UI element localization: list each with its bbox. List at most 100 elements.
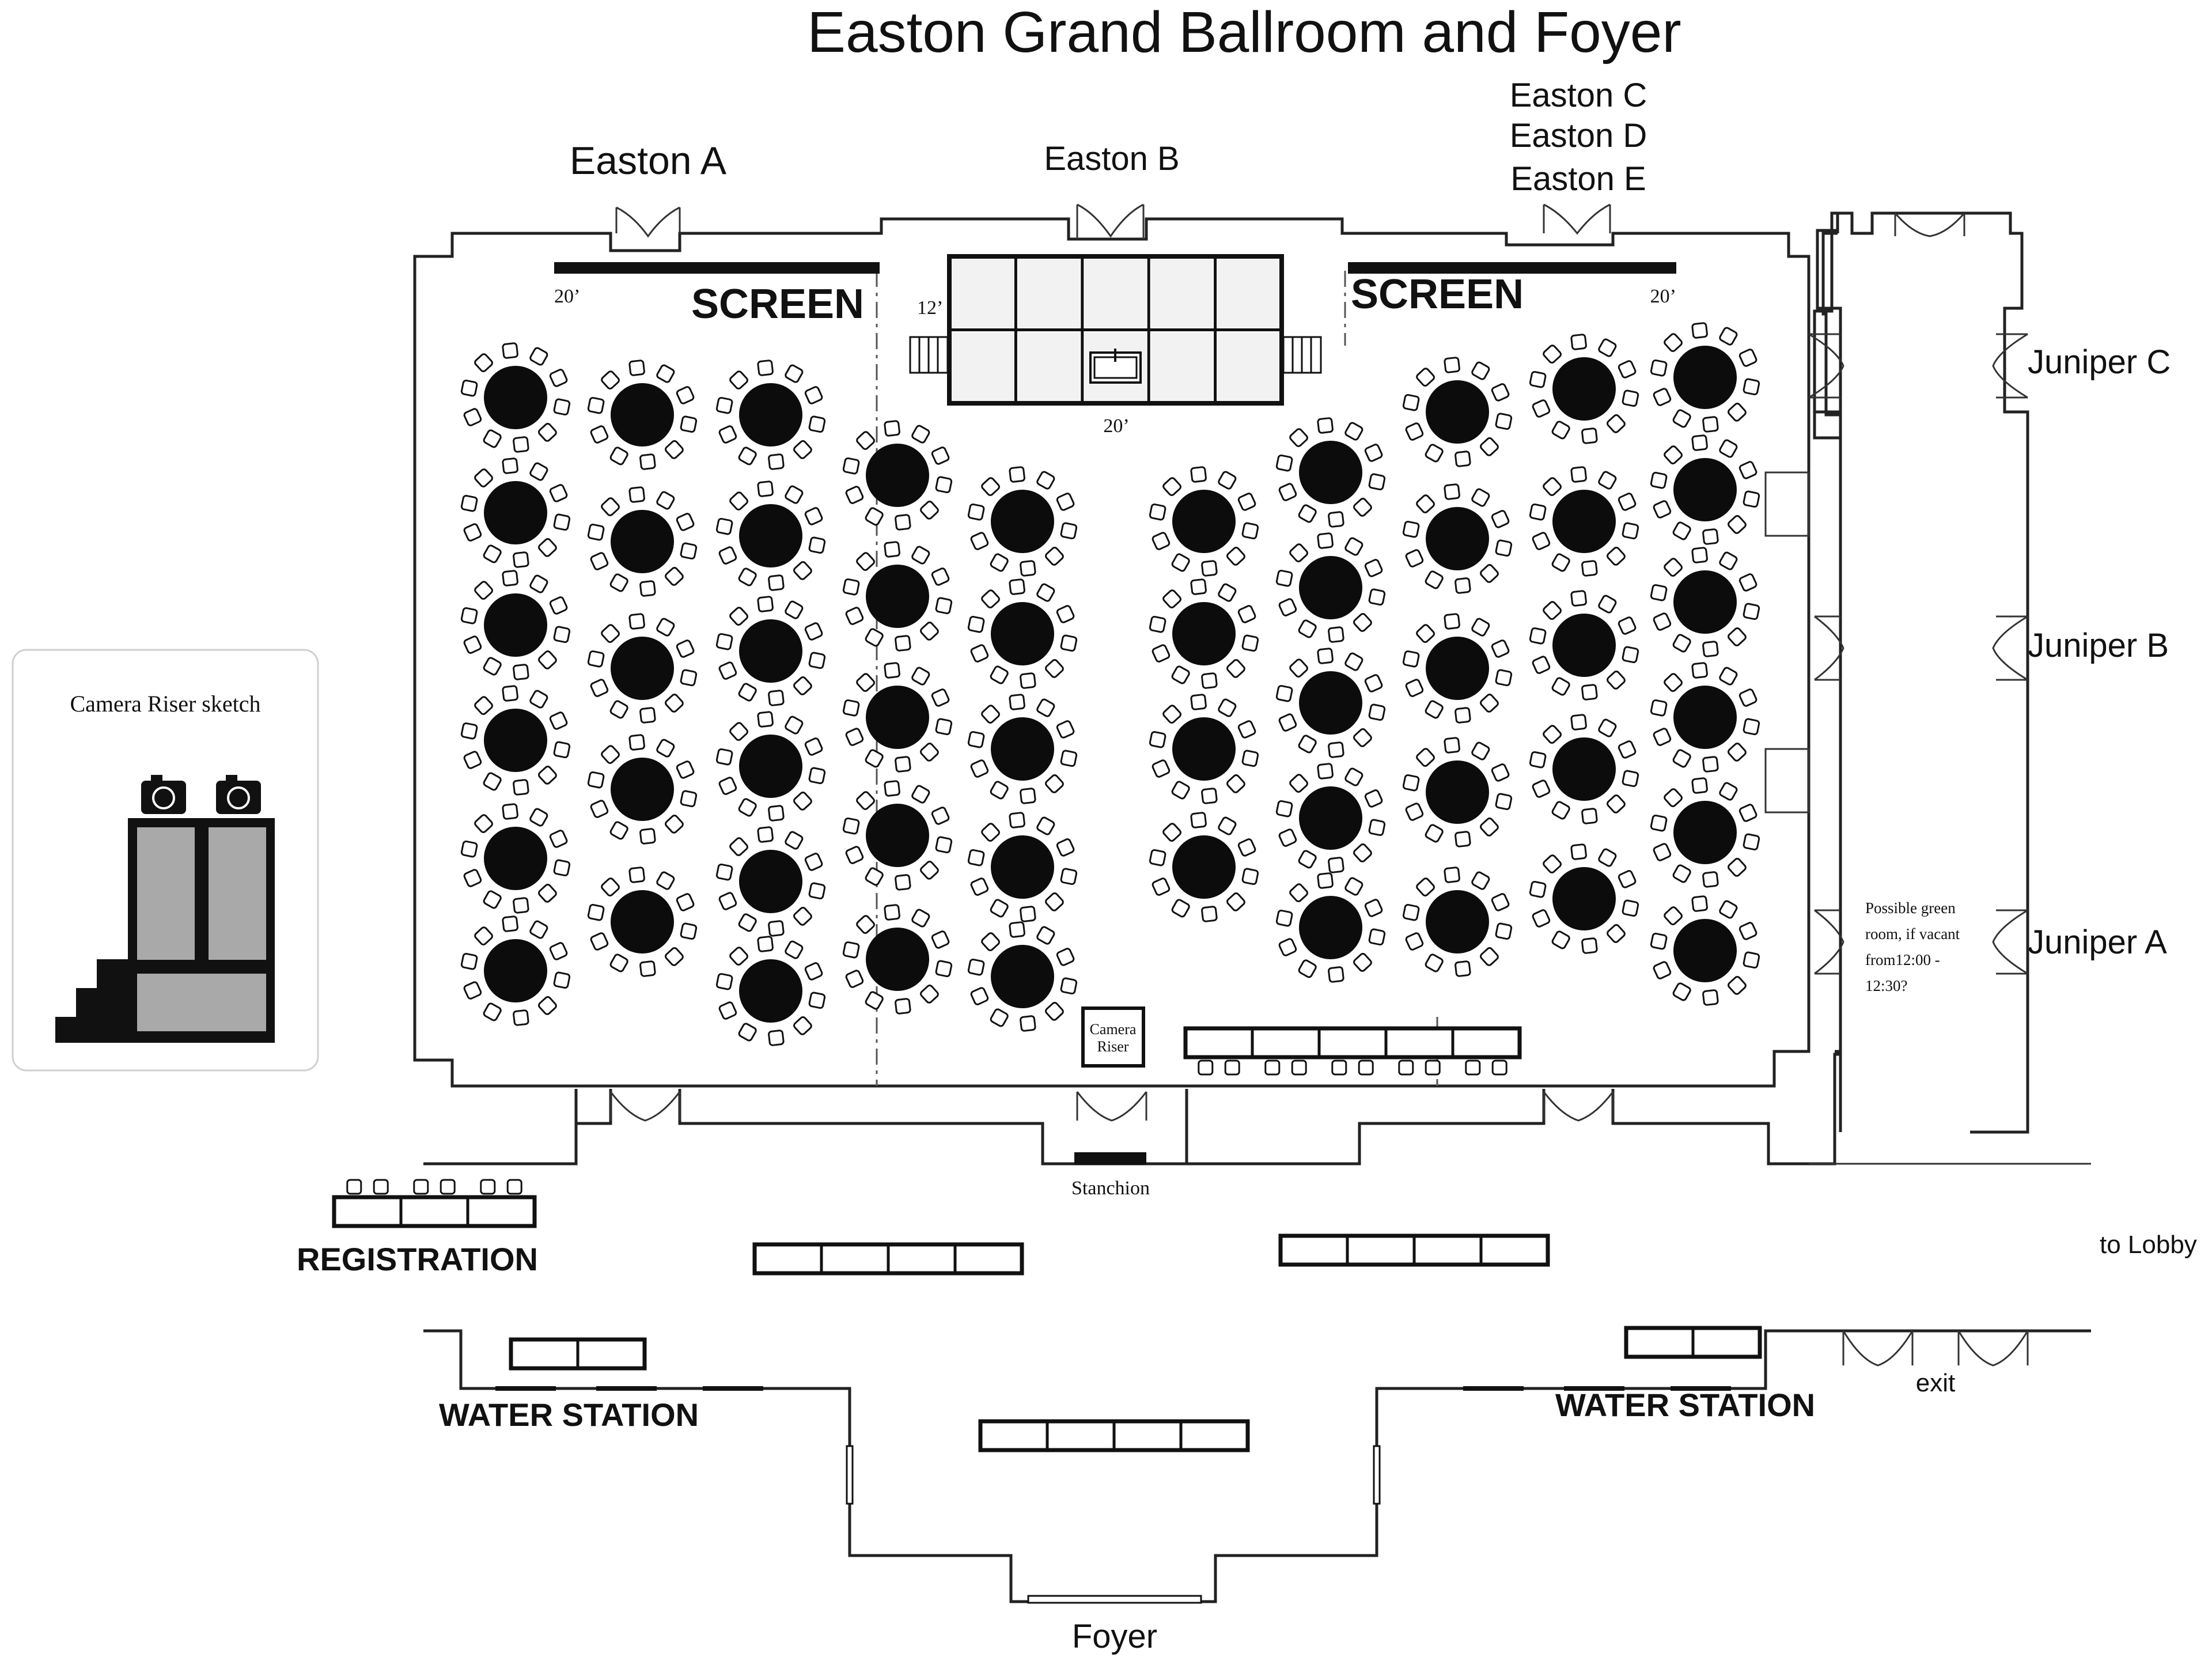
round-table: [1149, 812, 1259, 922]
registration-label: REGISTRATION: [297, 1241, 538, 1277]
round-table: [1529, 843, 1639, 954]
round-table: [967, 578, 1078, 689]
round-table: [1402, 357, 1513, 467]
camera-riser-label: Camera: [1090, 1021, 1137, 1038]
door-corridor-left-lower[interactable]: [1814, 909, 1844, 975]
camera-icon: [141, 775, 186, 814]
round-table: [1402, 483, 1513, 594]
stanchion-label: Stanchion: [1071, 1178, 1150, 1199]
foyer-table-bank-center-left: [752, 1242, 1024, 1276]
to-lobby-label: to Lobby: [2100, 1231, 2197, 1259]
round-table: [1529, 334, 1639, 444]
round-table: [460, 685, 571, 796]
door-ballroom-lower-center[interactable]: [1076, 1091, 1147, 1122]
round-table: [1149, 466, 1259, 577]
room-label-juniper-c: Juniper C: [2028, 343, 2171, 381]
round-table: [967, 812, 1078, 922]
water-station-left-tables: [509, 1337, 647, 1371]
round-table: [587, 613, 698, 724]
door-ballroom-lower-right[interactable]: [1543, 1091, 1614, 1122]
round-table: [715, 596, 826, 706]
stage-stairs-right: [1282, 336, 1322, 374]
screen-right: [1348, 262, 1676, 274]
foyer-side-door-right[interactable]: [1373, 1445, 1381, 1505]
screen-left: [554, 262, 880, 274]
round-table: [1529, 590, 1639, 701]
round-table: [587, 486, 698, 597]
round-table: [715, 826, 826, 937]
round-table: [1650, 547, 1760, 657]
camera-icon: [216, 775, 261, 814]
room-label-foyer: Foyer: [1072, 1618, 1157, 1655]
round-table: [1650, 322, 1760, 433]
green-room-line-3: from12:00 -: [1865, 951, 1940, 968]
round-table: [1650, 895, 1760, 1006]
round-table: [460, 342, 571, 453]
water-station-left-label: WATER STATION: [439, 1397, 699, 1433]
green-room-note: Possible green room, if vacant from12:00…: [1865, 899, 1960, 994]
stage-depth-label: 12’: [917, 297, 943, 319]
round-table: [842, 780, 953, 891]
stage: [909, 254, 1322, 406]
registration-tables: [332, 1179, 537, 1228]
round-table: [1275, 417, 1386, 528]
juniper-room-outline: [1813, 211, 2029, 1134]
camera-riser[interactable]: Camera Riser: [1081, 1006, 1145, 1068]
foyer-tables: [332, 1179, 1762, 1452]
green-room-line-2: room, if vacant: [1865, 925, 1960, 943]
stage-deck-panel: [1084, 259, 1147, 328]
round-table: [587, 734, 698, 845]
stage-deck-panel: [1151, 259, 1213, 328]
door-corridor-left-middle[interactable]: [1814, 615, 1844, 681]
door-easton-b[interactable]: [1076, 203, 1145, 239]
screen-left-label: SCREEN: [691, 281, 864, 327]
room-label-juniper-b: Juniper B: [2028, 627, 2169, 664]
screen-right-width: 20’: [1650, 286, 1676, 307]
round-table: [842, 420, 953, 531]
round-table: [1275, 763, 1386, 873]
room-label-easton-c: Easton C: [1510, 77, 1647, 114]
round-table: [1650, 662, 1760, 773]
stage-deck-panel: [1151, 332, 1213, 401]
door-easton-a[interactable]: [615, 206, 681, 238]
round-table: [1650, 777, 1760, 888]
round-table: [1402, 613, 1513, 724]
door-corridor-left-upper[interactable]: [1808, 333, 1844, 399]
round-table: [842, 541, 953, 652]
green-room-line-1: Possible green: [1865, 899, 1956, 917]
round-table: [715, 480, 826, 591]
door-juniper-c[interactable]: [1992, 333, 2028, 399]
round-table: [1650, 434, 1760, 545]
stage-stairs-left: [909, 336, 949, 374]
round-table: [842, 904, 953, 1015]
foyer-side-door-left[interactable]: [846, 1445, 854, 1505]
door-ballroom-lower-left[interactable]: [609, 1091, 681, 1122]
round-table: [1149, 578, 1259, 689]
door-juniper-b[interactable]: [1992, 615, 2028, 681]
exit-doors[interactable]: [1842, 1330, 2029, 1367]
round-table: [587, 866, 698, 977]
room-label-easton-e: Easton E: [1510, 160, 1646, 198]
round-table: [460, 803, 571, 914]
screen-right-label: SCREEN: [1351, 271, 1524, 317]
round-table: [1275, 532, 1386, 643]
round-table: [967, 921, 1078, 1032]
stage-deck-panel: [1018, 259, 1080, 328]
table-bank-ballroom: [1183, 1026, 1522, 1076]
round-table: [1402, 866, 1513, 977]
door-juniper-top[interactable]: [1894, 213, 1965, 237]
stage-deck-panel: [952, 332, 1014, 401]
door-easton-cde[interactable]: [1543, 203, 1611, 235]
round-table: [715, 936, 826, 1046]
round-table: [715, 711, 826, 822]
round-table: [460, 457, 571, 568]
camera-riser-sketch: Camera Riser sketch: [12, 649, 319, 1072]
door-juniper-a[interactable]: [1992, 909, 2028, 975]
round-table: [1529, 714, 1639, 824]
green-room-line-4: 12:30?: [1865, 977, 1908, 994]
round-table: [1149, 694, 1259, 804]
stage-deck-panel: [1018, 332, 1080, 401]
foyer-entrance[interactable]: [1027, 1595, 1202, 1604]
wall-bumpout-upper: [1764, 471, 1810, 537]
